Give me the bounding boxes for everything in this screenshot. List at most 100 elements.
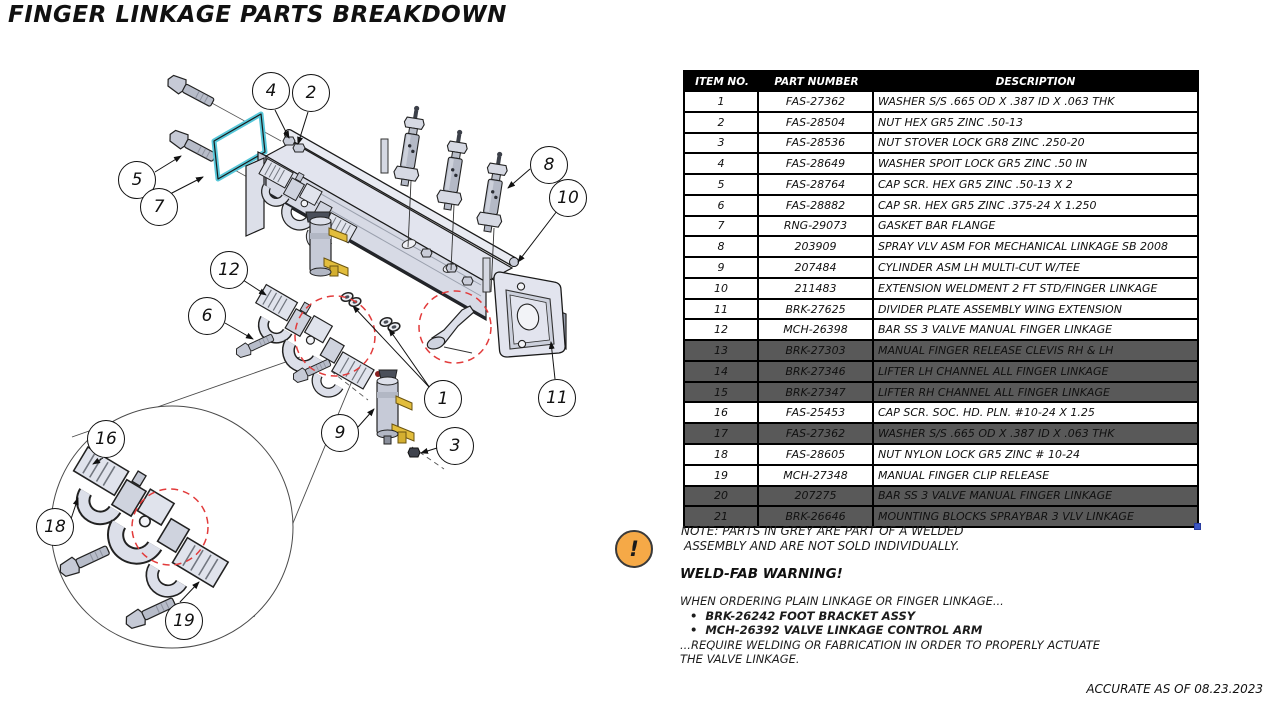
selection-handle[interactable] <box>1194 523 1201 530</box>
ordering-intro: WHEN ORDERING PLAIN LINKAGE OR FINGER LI… <box>680 594 1004 608</box>
table-cell-item: 5 <box>685 175 759 194</box>
bullet-dot-icon: • <box>690 623 698 637</box>
extension-tube-item10 <box>284 129 519 267</box>
table-cell-desc: LIFTER RH CHANNEL ALL FINGER LINKAGE <box>878 385 1110 399</box>
table-cell-desc: BAR SS 3 VALVE MANUAL FINGER LINKAGE <box>878 323 1113 337</box>
table-cell-item: 2 <box>685 112 759 132</box>
table-cell-part: 207484 <box>759 258 874 277</box>
highlight-circles <box>131 290 492 566</box>
accuracy-date: ACCURATE AS OF 08.23.2023 <box>1086 682 1263 696</box>
callout-balloon-3: 3 <box>436 427 474 465</box>
table-cell-desc: CAP SCR. SOC. HD. PLN. #10-24 X 1.25 <box>878 406 1095 420</box>
ordering-outro-1: ...REQUIRE WELDING OR FABRICATION IN ORD… <box>680 637 1101 652</box>
table-cell-item: 3 <box>685 133 759 153</box>
table-cell-item: 16 <box>685 403 759 423</box>
callout-balloon-12: 12 <box>210 251 248 289</box>
cylinder-item9 <box>330 369 445 470</box>
callout-balloon-19: 19 <box>165 602 203 640</box>
mounted-linkage-bar <box>242 136 367 277</box>
table-cell-part: MCH-26398 <box>759 320 874 340</box>
table-cell-part: BRK-27347 <box>759 382 874 402</box>
leader-lines <box>70 109 558 603</box>
column-header-item-no: ITEM NO. <box>695 76 749 88</box>
table-cell-item: 8 <box>685 237 759 257</box>
callout-balloon-4: 4 <box>252 72 290 110</box>
column-header-description: DESCRIPTION <box>995 76 1076 88</box>
callout-balloon-1: 1 <box>424 380 462 418</box>
table-cell-item: 6 <box>685 195 759 215</box>
table-cell-item: 13 <box>685 341 759 360</box>
table-cell-part: FAS-25453 <box>759 403 874 423</box>
table-cell-part: BRK-26646 <box>759 507 874 527</box>
warning-icon: ! <box>615 530 653 568</box>
table-cell-part: FAS-28504 <box>759 112 874 132</box>
column-header-part-number: PART NUMBER <box>774 76 859 88</box>
callout-balloon-10: 10 <box>549 179 587 217</box>
table-cell-item: 12 <box>685 320 759 340</box>
table-cell-part: 203909 <box>759 237 874 257</box>
table-cell-desc: MANUAL FINGER RELEASE CLEVIS RH & LH <box>878 344 1114 358</box>
table-cell-desc: MANUAL FINGER CLIP RELEASE <box>878 468 1050 482</box>
exclamation-glyph: ! <box>629 537 639 561</box>
table-cell-item: 15 <box>685 382 759 402</box>
table-cell-item: 21 <box>685 507 759 527</box>
table-cell-item: 1 <box>685 92 759 111</box>
table-cell-desc: CAP SR. HEX GR5 ZINC .375-24 X 1.250 <box>878 198 1097 212</box>
bullet-text: BRK-26242 FOOT BRACKET ASSY <box>705 608 916 623</box>
table-cell-part: 211483 <box>759 278 874 298</box>
table-cell-part: FAS-28649 <box>759 154 874 174</box>
callout-balloon-8: 8 <box>530 146 568 184</box>
bullet-dot-icon: • <box>690 608 698 623</box>
table-cell-desc: WASHER SPOIT LOCK GR5 ZINC .50 IN <box>878 157 1088 171</box>
exploded-diagram-drawing <box>0 71 567 649</box>
weld-fab-warning-heading: WELD-FAB WARNING! <box>680 566 843 582</box>
bullet-item-control-arm: •MCH-26392 VALVE LINKAGE CONTROL ARM <box>680 623 1260 638</box>
ordering-instructions: WHEN ORDERING PLAIN LINKAGE OR FINGER LI… <box>680 594 1260 667</box>
exploded-clamp-cluster <box>234 281 386 408</box>
finger-release-lever <box>426 305 475 354</box>
detail-balloon <box>50 356 353 649</box>
callout-balloon-2: 2 <box>292 74 330 112</box>
callout-balloon-6: 6 <box>188 297 226 335</box>
page-title: FINGER LINKAGE PARTS BREAKDOWN <box>8 2 507 28</box>
table-cell-desc: WASHER S/S .665 OD X .387 ID X .063 THK <box>878 94 1115 108</box>
table-cell-desc: BAR SS 3 VALVE MANUAL FINGER LINKAGE <box>878 489 1113 503</box>
table-cell-item: 14 <box>685 361 759 381</box>
table-cell-item: 9 <box>685 258 759 277</box>
table-cell-desc: NUT HEX GR5 ZINC .50-13 <box>878 115 1024 129</box>
table-cell-part: MCH-27348 <box>759 465 874 485</box>
table-cell-part: FAS-28764 <box>759 175 874 194</box>
table-cell-item: 20 <box>685 486 759 506</box>
table-cell-part: BRK-27303 <box>759 341 874 360</box>
table-cell-item: 10 <box>685 278 759 298</box>
table-cell-part: 207275 <box>759 486 874 506</box>
table-cell-desc: DIVIDER PLATE ASSEMBLY WING EXTENSION <box>878 302 1122 316</box>
table-cell-item: 7 <box>685 216 759 236</box>
callout-balloon-16: 16 <box>87 420 125 458</box>
table-cell-part: FAS-28536 <box>759 133 874 153</box>
table-cell-part: BRK-27625 <box>759 299 874 319</box>
callout-balloon-7: 7 <box>140 188 178 226</box>
table-cell-part: FAS-28882 <box>759 195 874 215</box>
table-cell-item: 18 <box>685 445 759 464</box>
table-cell-desc: NUT NYLON LOCK GR5 ZINC # 10-24 <box>878 447 1080 461</box>
